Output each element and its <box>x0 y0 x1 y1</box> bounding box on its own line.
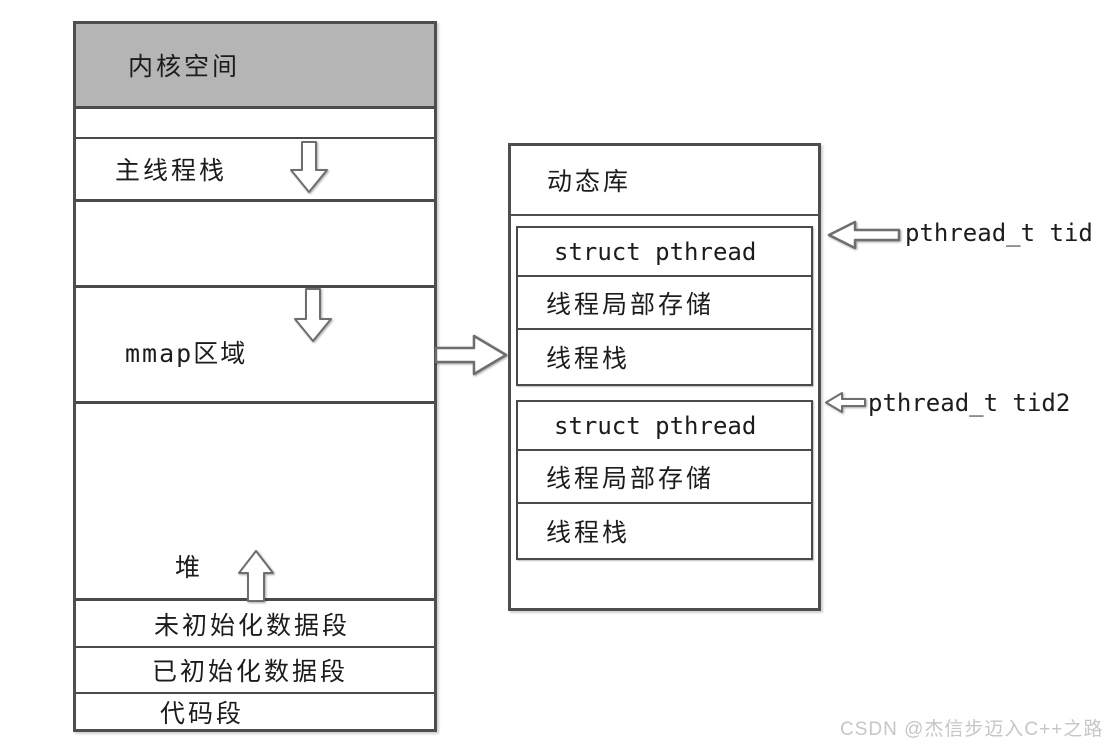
thread-local-storage-row: 线程局部存储 <box>518 451 811 504</box>
thread-block-2: struct pthread 线程局部存储 线程栈 <box>516 400 813 560</box>
left-arrow-icon <box>827 219 901 251</box>
left-arrow-icon <box>825 391 867 414</box>
dynamic-library-title-row: 动态库 <box>511 146 818 216</box>
section-gap-1 <box>76 109 434 139</box>
section-main-thread-stack: 主线程栈 <box>76 139 434 202</box>
thread-local-storage-label: 线程局部存储 <box>546 290 715 319</box>
uninitialized-data-label: 未初始化数据段 <box>154 611 351 640</box>
thread-stack-label: 线程栈 <box>546 519 631 547</box>
section-uninitialized-data: 未初始化数据段 <box>76 601 434 648</box>
thread-local-storage-row: 线程局部存储 <box>518 277 811 330</box>
initialized-data-label: 已初始化数据段 <box>152 658 349 686</box>
thread-local-storage-label: 线程局部存储 <box>546 464 715 493</box>
pthread-tid2-label: pthread_t tid2 <box>868 389 1071 417</box>
thread-stack-row: 线程栈 <box>518 330 811 384</box>
heap-label: 堆 <box>175 554 204 582</box>
dynamic-library-box: 动态库 struct pthread 线程局部存储 线程栈 struct pth… <box>508 143 821 611</box>
main-thread-stack-label: 主线程栈 <box>115 157 228 185</box>
thread-block-1: struct pthread 线程局部存储 线程栈 <box>516 226 813 386</box>
section-gap-2 <box>76 202 434 288</box>
section-code-segment: 代码段 <box>76 694 434 729</box>
dynamic-library-label: 动态库 <box>547 168 632 196</box>
section-mmap-area: mmap区域 <box>76 288 434 404</box>
kernel-space-label: 内核空间 <box>128 53 241 81</box>
mmap-area-label: mmap区域 <box>125 339 248 368</box>
down-arrow-icon <box>294 288 332 342</box>
pthread-tid-label: pthread_t tid <box>905 219 1093 247</box>
right-arrow-icon <box>434 332 508 378</box>
down-arrow-icon <box>290 141 328 193</box>
struct-pthread-label: struct pthread <box>554 237 757 266</box>
section-initialized-data: 已初始化数据段 <box>76 648 434 694</box>
section-kernel-space: 内核空间 <box>76 24 434 109</box>
csdn-watermark: CSDN @杰信步迈入C++之路 <box>840 719 1104 740</box>
struct-pthread-row: struct pthread <box>518 228 811 277</box>
thread-stack-label: 线程栈 <box>546 345 631 373</box>
thread-stack-row: 线程栈 <box>518 504 811 558</box>
code-segment-label: 代码段 <box>160 699 245 728</box>
struct-pthread-label: struct pthread <box>554 411 757 440</box>
struct-pthread-row: struct pthread <box>518 402 811 451</box>
up-arrow-icon <box>238 550 274 602</box>
process-memory-map: 内核空间 主线程栈 mmap区域 堆 未初始化数据段 已初始化数据段 代码段 <box>73 21 437 732</box>
